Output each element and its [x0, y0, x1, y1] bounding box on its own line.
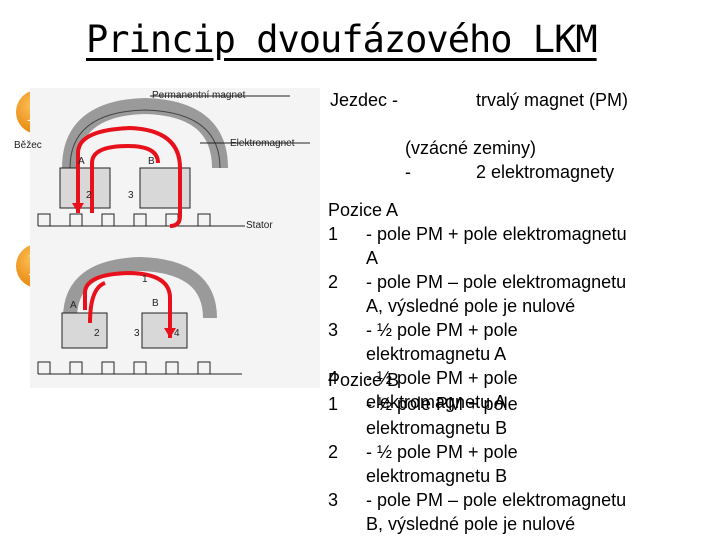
label-electromagnet: Elektromagnet: [230, 138, 295, 149]
pole-number-2: 2: [86, 190, 92, 201]
a3-number: 3: [328, 320, 339, 340]
position-a-heading: Pozice A: [328, 200, 399, 220]
b1-number: 1: [328, 394, 339, 414]
diagram-position-b: [37, 256, 242, 375]
slider-label: Jezdec -: [330, 90, 399, 110]
rare-earth-note: (vzácné zeminy): [405, 138, 537, 158]
pole-number-2-b: 2: [94, 328, 100, 339]
a3-line1: - ½ pole PM + pole: [366, 320, 518, 340]
flux-arrows-a: [76, 125, 182, 228]
a2-line1: - pole PM – pole elektromagnetu: [366, 272, 627, 292]
pole-number-4-b: 4: [174, 328, 180, 339]
a4-line1: - ½ pole PM + pole: [366, 368, 518, 388]
label-runner: Běžec: [14, 140, 42, 151]
pole-number-1-b: 1: [142, 274, 148, 285]
a3-line2: elektromagnetu A: [366, 344, 507, 364]
b2-line2: elektromagnetu B: [366, 466, 508, 486]
b1-line2: elektromagnetu B: [366, 418, 508, 438]
a2-number: 2: [328, 272, 339, 292]
label-stator: Stator: [246, 220, 273, 231]
page-title: Princip dvoufázového LKM: [86, 18, 598, 61]
label-permanent-magnet: Permanentní magnet: [152, 90, 246, 101]
a1-line1: - pole PM + pole elektromagnetu: [366, 224, 627, 244]
b1-line1: - ½ pole PM + pole: [366, 394, 518, 414]
coil-label-a-top: A: [78, 156, 85, 167]
electromagnets-count: 2 elektromagnety: [476, 162, 615, 182]
dash: -: [405, 162, 411, 182]
position-b-heading: Pozice B: [328, 370, 400, 390]
a4-number: 4: [328, 368, 339, 388]
b3-line2: B, výsledné pole je nulové: [366, 514, 576, 534]
motor-diagram: Permanentní magnet Běžec Elektromagnet S…: [14, 88, 320, 388]
b3-line1: - pole PM – pole elektromagnetu: [366, 490, 627, 510]
coil-label-a-bottom: A: [70, 300, 77, 311]
motor-diagram-graphic: [37, 95, 310, 375]
coil-label-b-top: B: [148, 156, 155, 167]
flux-arrow-head-b: [164, 328, 176, 338]
b3-number: 3: [328, 490, 339, 510]
pole-number-3-b: 3: [134, 328, 140, 339]
b2-number: 2: [328, 442, 339, 462]
a4-line2: elektromagnetu A: [366, 392, 507, 412]
diagram-position-a: [37, 95, 310, 227]
flux-arrows-b: [83, 270, 172, 338]
slider-value: trvalý magnet (PM): [476, 90, 629, 110]
flux-arrow-head-a: [72, 203, 84, 213]
a2-line2: A, výsledné pole je nulové: [366, 296, 576, 316]
a1-line2: A: [366, 248, 379, 268]
pole-number-3: 3: [128, 190, 134, 201]
a1-number: 1: [328, 224, 339, 244]
coil-label-b-bottom: B: [152, 298, 159, 309]
b2-line1: - ½ pole PM + pole: [366, 442, 518, 462]
